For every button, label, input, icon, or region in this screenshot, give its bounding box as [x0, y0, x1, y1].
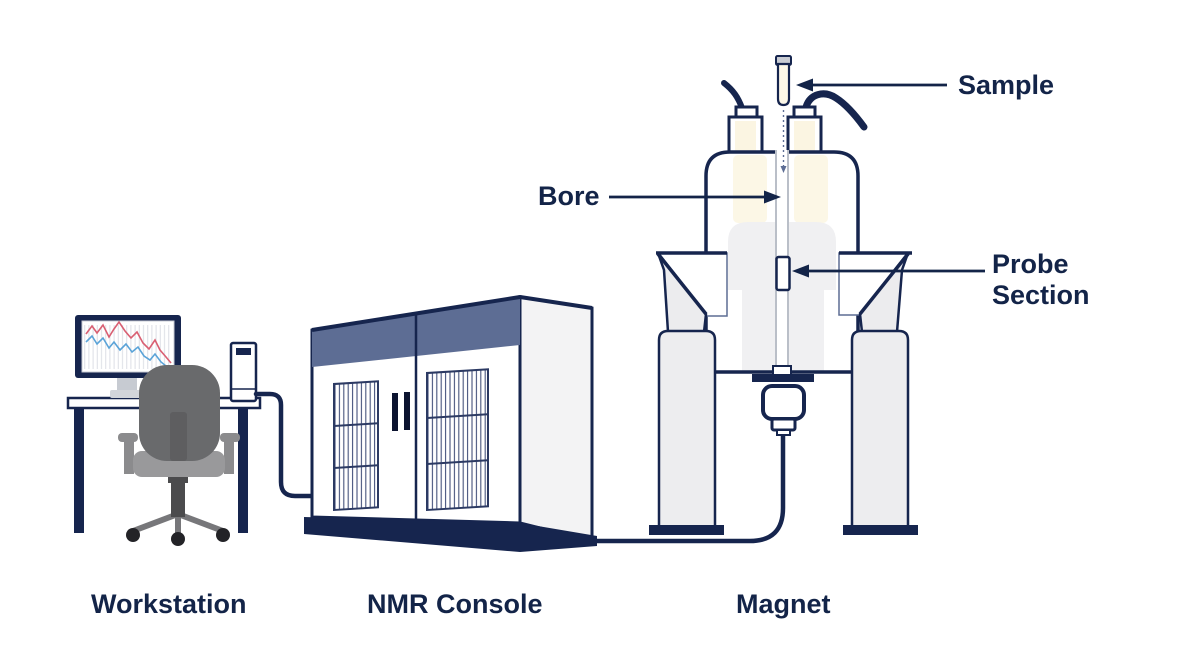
workstation-label: Workstation — [91, 589, 247, 619]
magnet-cylinder-icon — [649, 55, 918, 535]
chair-pedestal — [171, 477, 185, 517]
magnet-left-port — [721, 80, 764, 161]
magnet-left-leg — [657, 329, 717, 529]
chair-armrest — [124, 436, 134, 474]
chart-blue-line — [85, 334, 172, 370]
magnet-right-funnel — [838, 251, 912, 334]
chair-armrest — [224, 436, 234, 474]
probe-section-window — [775, 255, 791, 292]
cable-icon — [721, 80, 745, 111]
desk-leg — [238, 408, 248, 533]
magnet-console-cable — [594, 432, 786, 544]
chair-base — [126, 511, 230, 546]
magnet-right-port — [786, 90, 868, 161]
magnet-inner-vessel — [794, 155, 828, 223]
magnet-leg-base — [649, 525, 724, 535]
console-cabinet-icon — [310, 295, 594, 543]
console-right-vent — [426, 368, 489, 512]
chart-red-line — [85, 320, 172, 364]
office-chair-icon — [118, 365, 240, 546]
console-door-handle — [404, 392, 410, 430]
magnet-label: Magnet — [736, 589, 831, 619]
console-base — [304, 517, 597, 552]
sample-arrow — [796, 78, 947, 92]
probe-section-label: Probe Section — [992, 249, 1090, 310]
magnet-inner-vessel — [733, 155, 767, 223]
workstation-illustration — [66, 315, 316, 546]
sample-label: Sample — [958, 70, 1055, 100]
tower-pc-icon — [229, 341, 258, 403]
magnet-right-leg — [850, 329, 910, 529]
console-side-panel — [518, 295, 594, 543]
probe-section-arrow — [792, 264, 985, 278]
callout-arrows — [609, 78, 985, 278]
console-left-vent — [333, 380, 379, 512]
cable-icon — [802, 90, 868, 131]
bore-label: Bore — [538, 181, 600, 211]
sample-tube-icon — [775, 55, 792, 173]
console-door-handle — [392, 393, 398, 431]
nmr-console-label: NMR Console — [367, 589, 543, 619]
magnet-leg-base — [843, 525, 918, 535]
bore-arrow — [609, 190, 781, 204]
monitor-line-chart-icon — [75, 315, 181, 398]
desk-leg — [74, 408, 84, 533]
probe-assembly-icon — [752, 365, 814, 436]
magnet-body-outline — [704, 150, 860, 374]
workstation-console-cable — [253, 391, 316, 499]
